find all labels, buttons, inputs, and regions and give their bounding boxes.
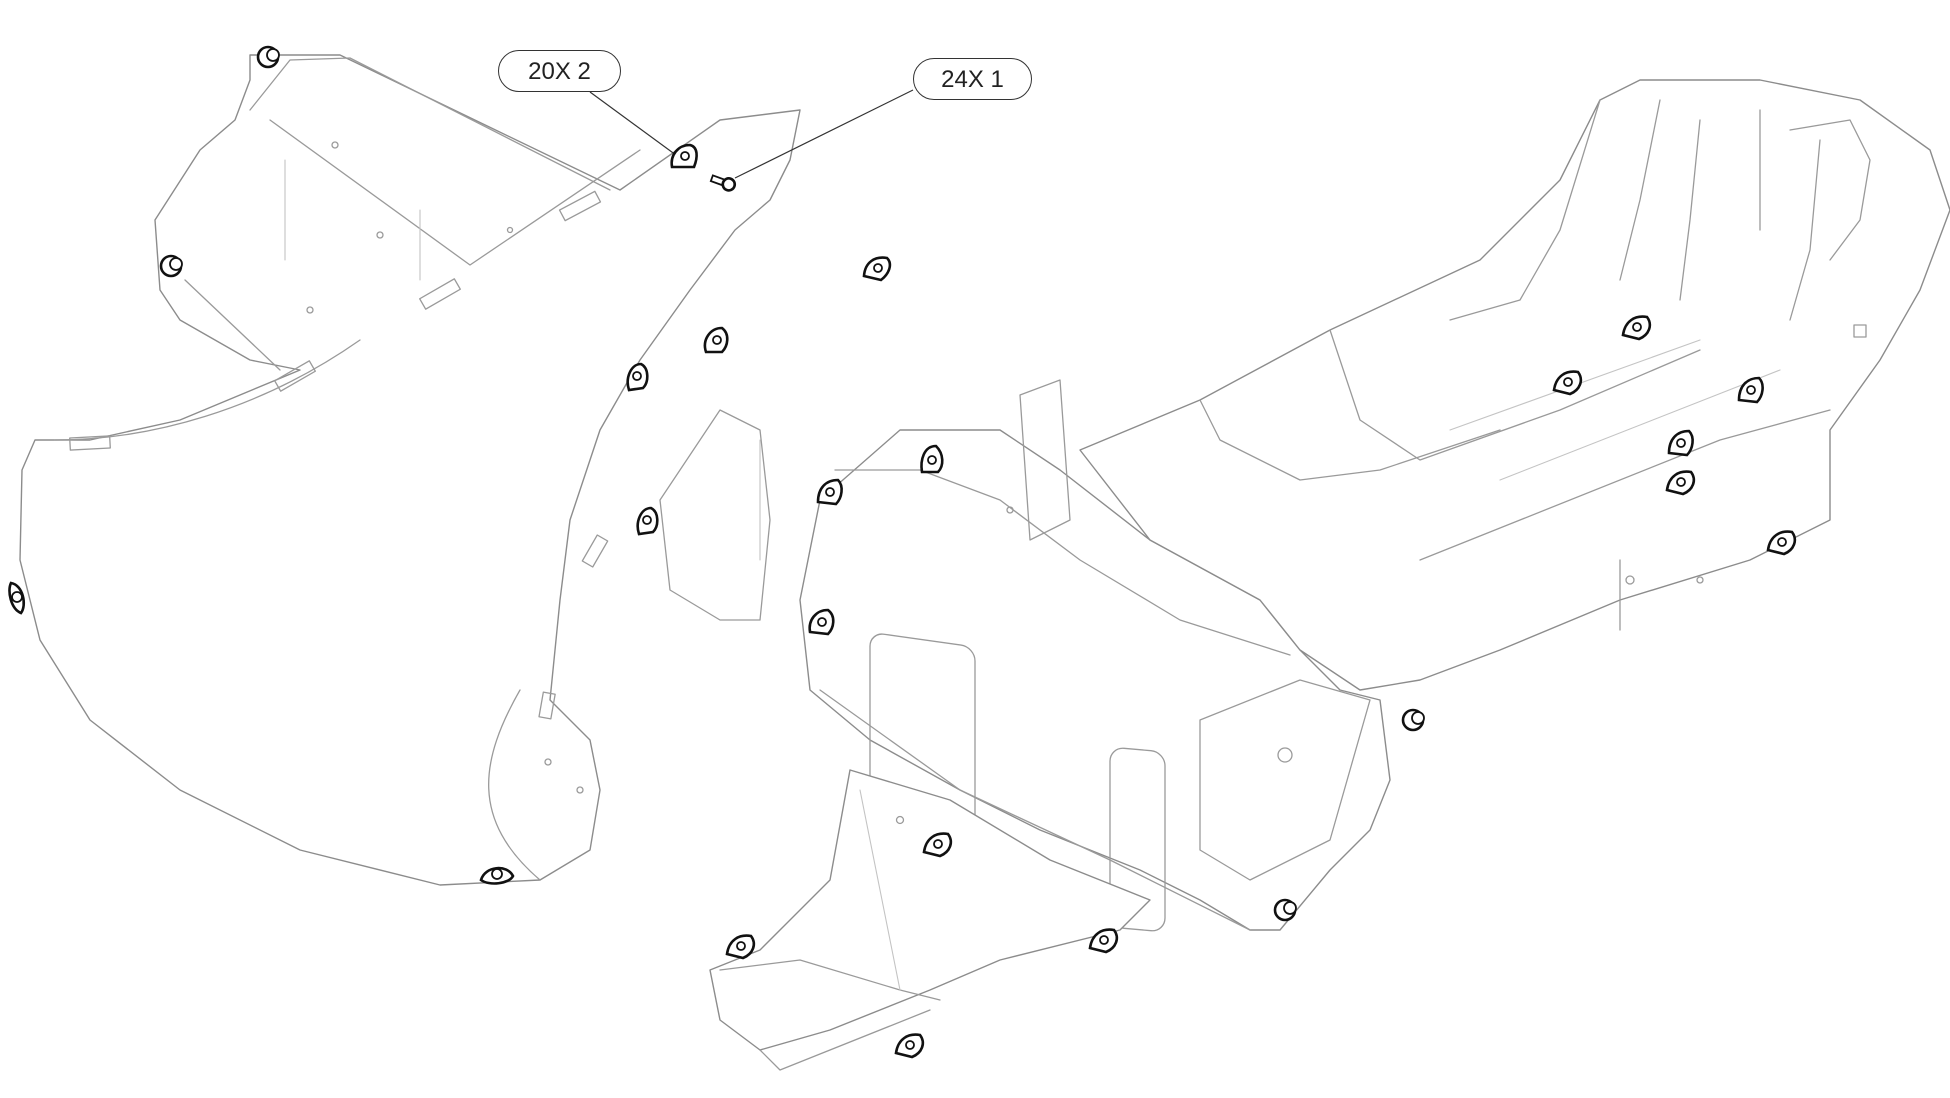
clip-icon xyxy=(1665,470,1696,496)
left-fender-panel xyxy=(19,54,801,886)
clip-icon xyxy=(8,581,25,615)
grommet-icon xyxy=(256,45,280,69)
clip-icon xyxy=(862,256,892,282)
grommet-icon xyxy=(1273,898,1297,922)
clip-icon xyxy=(1621,315,1652,341)
clip-icon xyxy=(725,934,756,960)
clip-icon xyxy=(636,506,659,536)
push-nut-clips xyxy=(8,143,1797,1059)
grommet-icon xyxy=(159,254,183,278)
leader-line xyxy=(589,91,681,159)
callout-label: 20X 2 xyxy=(498,50,621,92)
leader-line xyxy=(734,89,914,179)
clip-icon xyxy=(703,326,729,354)
clip-icon xyxy=(808,608,835,636)
clip-icon xyxy=(626,362,649,392)
clip-icon xyxy=(920,444,944,474)
center-frame xyxy=(659,379,1391,932)
clip-icon xyxy=(894,1033,925,1059)
right-frame-tunnel xyxy=(1079,79,1950,691)
clip-icon xyxy=(922,832,953,858)
screw-icon xyxy=(709,174,737,192)
callout-label: 24X 1 xyxy=(913,58,1032,100)
clip-icon xyxy=(1737,376,1764,404)
grommet-studs xyxy=(159,45,1425,922)
grommet-icon xyxy=(1401,708,1425,732)
clip-icon xyxy=(1766,530,1797,556)
clip-icon xyxy=(670,143,698,169)
clip-icon xyxy=(479,866,515,885)
clip-icon xyxy=(1552,370,1583,396)
clip-icon xyxy=(1088,928,1119,954)
clip-icon xyxy=(816,478,843,506)
clip-icon xyxy=(1667,429,1694,457)
